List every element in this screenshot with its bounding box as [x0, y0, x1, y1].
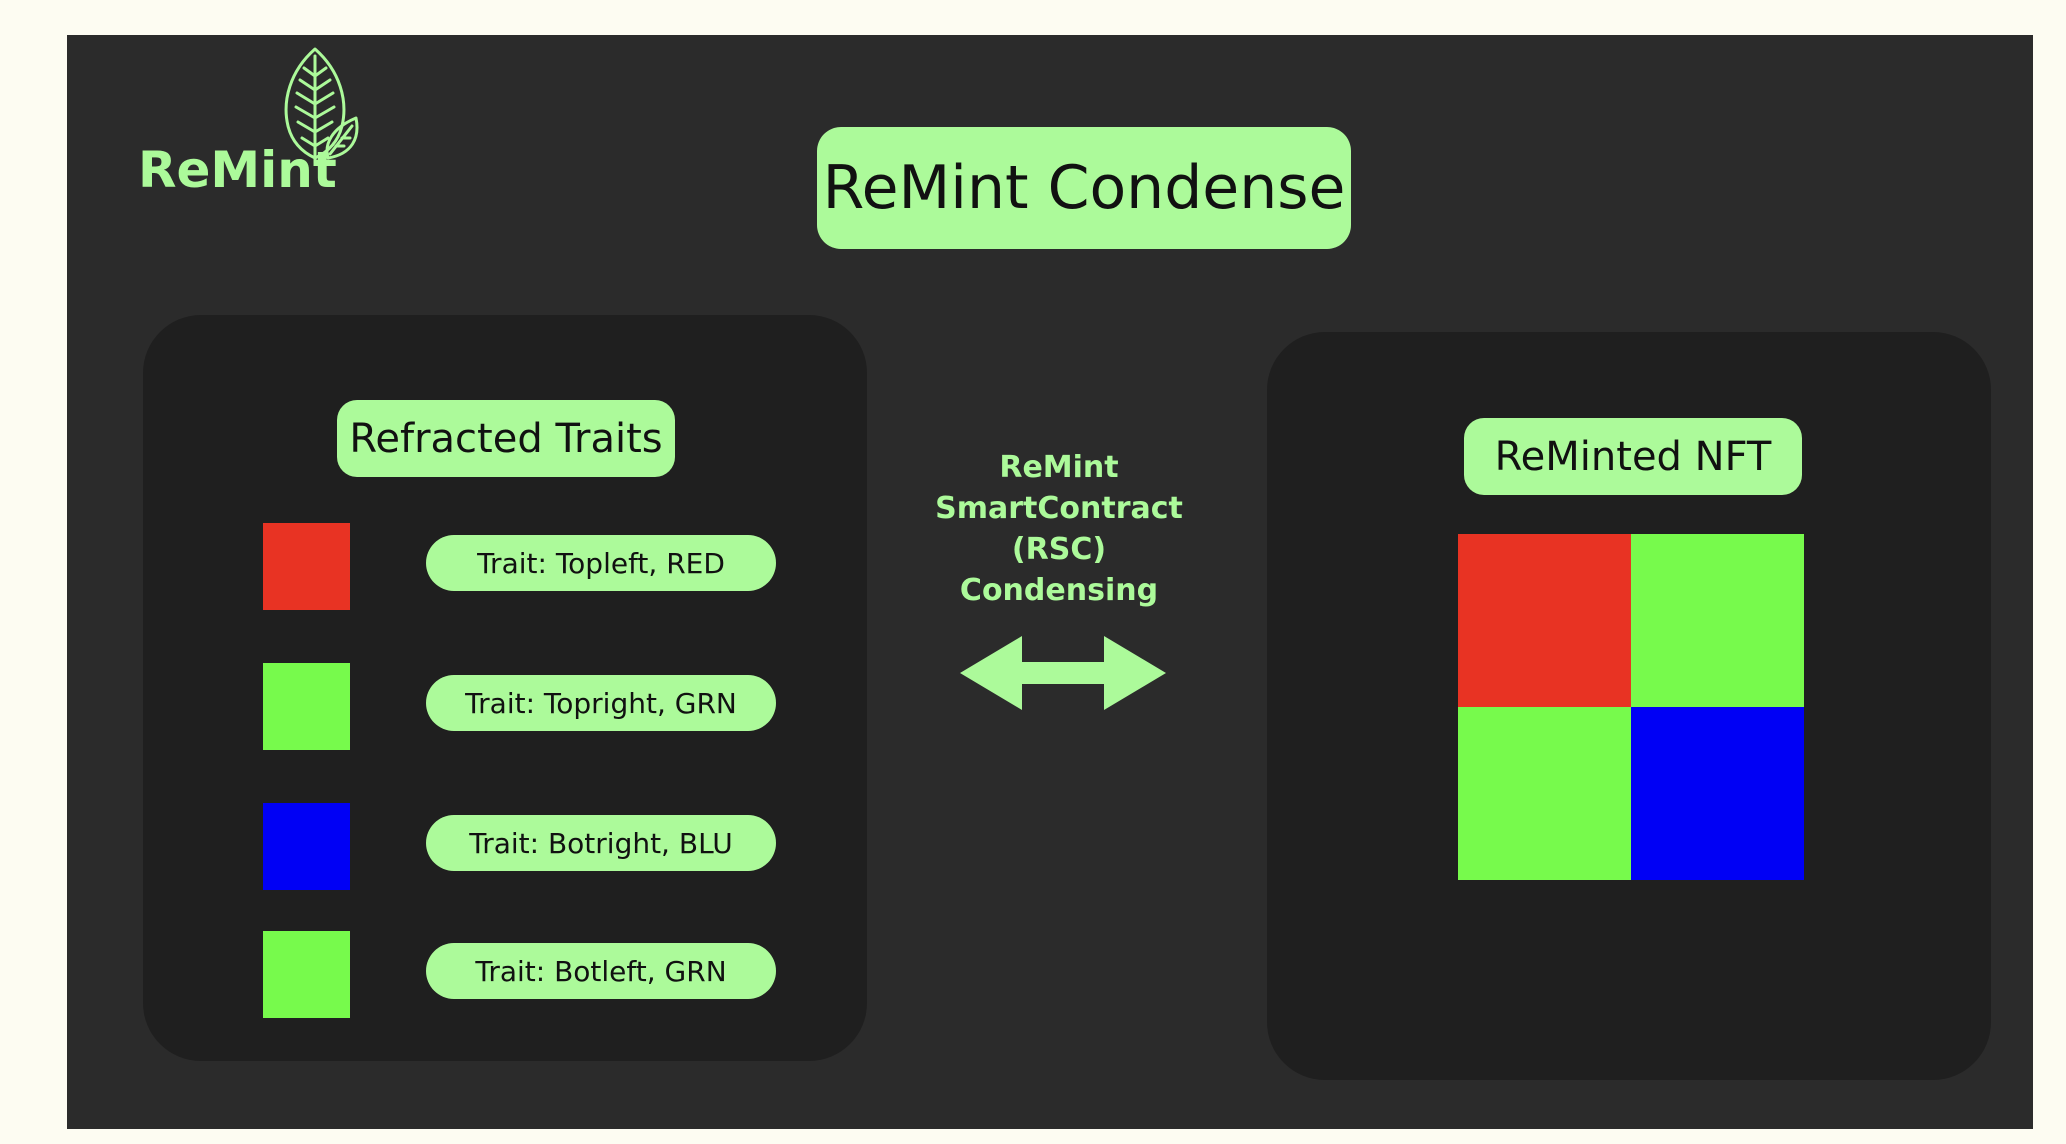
page-title: ReMint Condense	[817, 127, 1351, 249]
leaf-icon	[284, 47, 359, 164]
center-line: SmartContract	[935, 491, 1183, 526]
trait-label: Trait: Topleft, RED	[426, 535, 776, 591]
trait-swatch	[263, 663, 350, 750]
trait-swatch	[263, 523, 350, 610]
trait-label: Trait: Topright, GRN	[426, 675, 776, 731]
nft-cell-botright	[1631, 707, 1804, 880]
nft-cell-topleft	[1458, 534, 1631, 707]
nft-grid	[1458, 534, 1804, 880]
nft-cell-botleft	[1458, 707, 1631, 880]
double-arrow-icon	[960, 636, 1166, 710]
trait-label: Trait: Botright, BLU	[426, 815, 776, 871]
reminted-nft-heading: ReMinted NFT	[1464, 418, 1802, 495]
trait-swatch	[263, 931, 350, 1018]
nft-cell-topright	[1631, 534, 1804, 707]
condensing-label: ReMint SmartContract (RSC) Condensing	[929, 447, 1189, 611]
logo-text: ReMint	[138, 141, 337, 199]
center-line: Condensing	[959, 573, 1159, 608]
center-line: (RSC)	[1011, 532, 1107, 567]
trait-label: Trait: Botleft, GRN	[426, 943, 776, 999]
refracted-traits-heading: Refracted Traits	[337, 400, 675, 477]
trait-swatch	[263, 803, 350, 890]
center-line: ReMint	[999, 450, 1119, 485]
